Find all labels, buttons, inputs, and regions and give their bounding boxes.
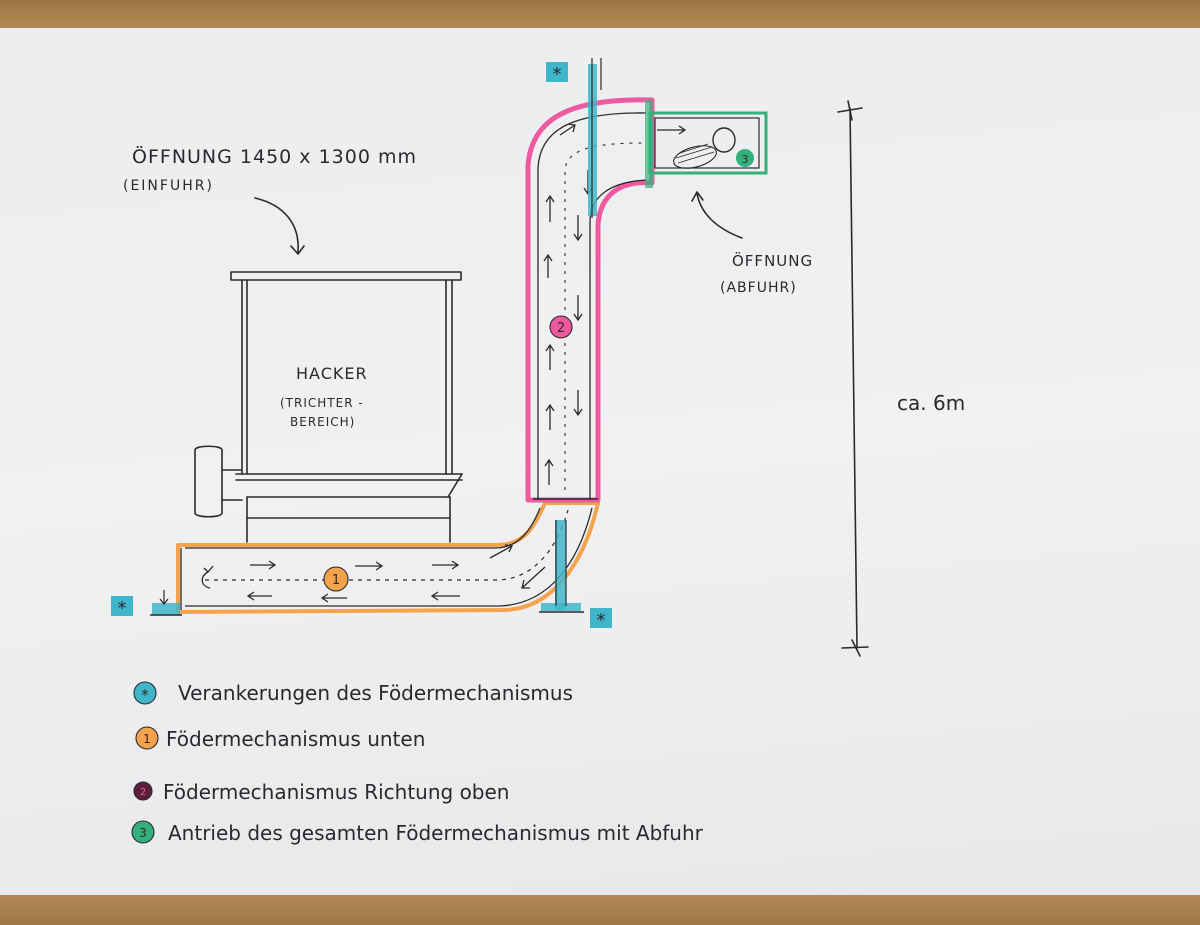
hacker-sub-line-2: BEREICH) bbox=[290, 415, 355, 429]
anchor-mark-top: * bbox=[553, 64, 562, 85]
outlet-pointer-arrow bbox=[696, 192, 743, 239]
height-dimension-line bbox=[837, 100, 869, 657]
legend-item-lower-conveyor: 1 Födermechanismus unten bbox=[135, 726, 425, 751]
legend: * Verankerungen des Födermechanismus 1 F… bbox=[131, 681, 704, 845]
wooden-table-top-edge bbox=[0, 0, 1200, 30]
legend-text-vertical-conveyor: Födermechanismus Richtung oben bbox=[163, 780, 509, 804]
legend-symbol-lower-conveyor: 1 bbox=[143, 732, 151, 746]
legend-text-anchors: Verankerungen des Födermechanismus bbox=[178, 681, 573, 705]
marker-3-label: 3 bbox=[742, 153, 749, 166]
legend-item-vertical-conveyor: 2 Födermechanismus Richtung oben bbox=[133, 780, 509, 804]
outlet-arrowhead bbox=[691, 191, 704, 202]
anchors bbox=[111, 58, 612, 628]
legend-symbol-vertical-conveyor: 2 bbox=[140, 787, 146, 798]
outlet-subtitle: (ABFUHR) bbox=[720, 280, 797, 296]
marker-2-label: 2 bbox=[557, 321, 565, 336]
inlet-subtitle: (EINFUHR) bbox=[123, 178, 214, 194]
height-label: ca. 6m bbox=[897, 391, 965, 415]
marker-2: 2 bbox=[549, 315, 573, 339]
legend-symbol-anchors: * bbox=[141, 686, 149, 704]
outlet-box bbox=[645, 100, 768, 188]
legend-text-lower-conveyor: Födermechanismus unten bbox=[166, 727, 425, 751]
outlet-title: ÖFFNUNG bbox=[732, 251, 813, 270]
hacker-sub-line-1: (TRICHTER - bbox=[280, 396, 364, 410]
legend-item-drive: 3 Antrieb des gesamten Födermechanismus … bbox=[131, 820, 704, 845]
wooden-table-bottom-edge bbox=[0, 895, 1200, 925]
marker-1: 1 bbox=[323, 566, 349, 592]
anchor-mark-bottom: * bbox=[597, 610, 606, 631]
inlet-pointer-arrow bbox=[254, 197, 299, 253]
anchor-mark-left: * bbox=[118, 598, 127, 619]
vertical-conveyor bbox=[525, 97, 687, 503]
legend-item-anchors: * Verankerungen des Födermechanismus bbox=[133, 681, 573, 705]
inlet-title: ÖFFNUNG 1450 x 1300 mm bbox=[132, 145, 417, 168]
lower-conveyor bbox=[176, 501, 600, 614]
legend-text-drive: Antrieb des gesamten Födermechanismus mi… bbox=[168, 821, 704, 845]
inlet-arrowhead bbox=[290, 245, 305, 255]
hacker-title: HACKER bbox=[296, 364, 368, 383]
legend-symbol-drive: 3 bbox=[139, 826, 147, 840]
marker-1-label: 1 bbox=[332, 573, 340, 588]
hacker-motor bbox=[194, 445, 223, 518]
marker-3: 3 bbox=[736, 149, 754, 167]
hacker-machine bbox=[194, 271, 463, 543]
